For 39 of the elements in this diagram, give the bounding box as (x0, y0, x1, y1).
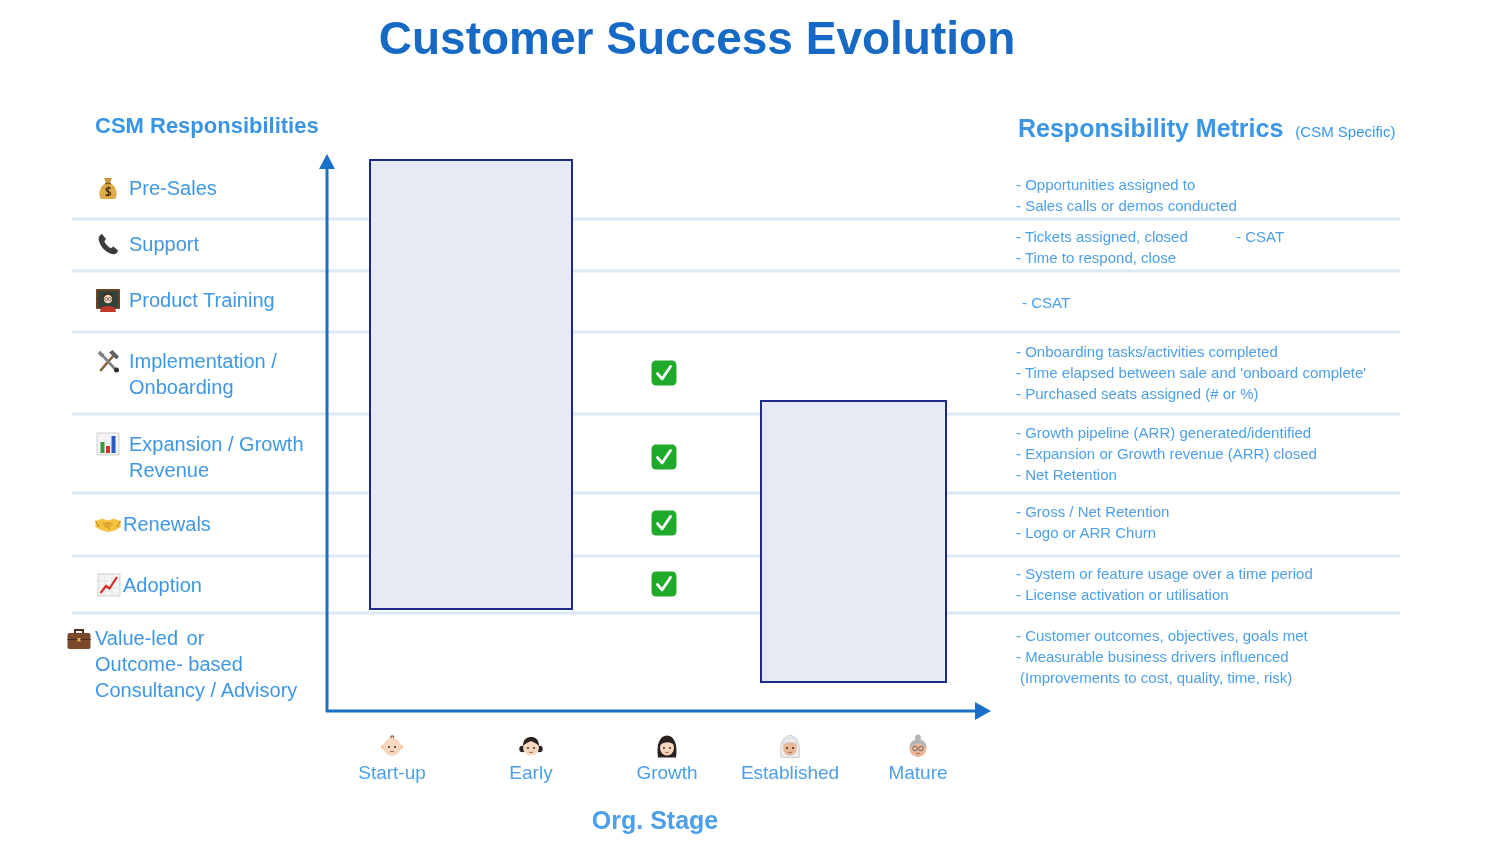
stage-range-bar (760, 400, 947, 683)
metric-item: - Opportunities assigned to (1016, 175, 1196, 195)
stage-label: Established (740, 761, 840, 785)
metric-item: - CSAT (1236, 227, 1285, 247)
metric-item: - Growth pipeline (ARR) generated/identified (1016, 423, 1312, 443)
metric-item: - Time elapsed between sale and 'onboard complete' (1016, 363, 1367, 383)
metric-item: - Logo or ARR Churn (1016, 523, 1157, 543)
metric-item: (Improvements to cost, quality, time, risk) (1020, 668, 1293, 688)
column-heading: CSM Responsibilities (95, 113, 319, 139)
metric-item: - Purchased seats assigned (# or %) (1016, 384, 1259, 404)
metric-item: - Measurable business drivers influenced (1016, 647, 1289, 667)
stage-label: Mature (888, 761, 948, 785)
metric-item: - License activation or utilisation (1016, 585, 1229, 605)
axis-title: Org. Stage (591, 805, 719, 835)
row-heading: Pre-Sales (129, 176, 217, 201)
metric-item: - Sales calls or demos conducted (1016, 196, 1237, 216)
metric-item: - Tickets assigned, closed (1016, 227, 1188, 247)
diagram-title: Customer Success Evolution (378, 11, 1016, 66)
stage-range-bar (369, 159, 573, 610)
metric-item: - Customer outcomes, objectives, goals met (1016, 626, 1308, 646)
metric-item: - Expansion or Growth revenue (ARR) closed (1016, 444, 1317, 464)
metric-item: - Net Retention (1016, 465, 1117, 485)
metric-item: - Time to respond, close (1016, 248, 1177, 268)
heading-note: (CSM Specific) (1295, 122, 1396, 142)
row-heading: Expansion / Growth Revenue (129, 432, 305, 483)
row-heading: Value-led or Outcome- based Consultancy / Advisory (95, 626, 299, 703)
stage-label: Growth (636, 761, 698, 785)
metric-item: - Gross / Net Retention (1016, 502, 1170, 522)
stage-label: Start-up (358, 761, 426, 785)
stage-label: Early (509, 761, 553, 785)
row-heading: Product Training (129, 288, 275, 313)
row-heading: Renewals (123, 512, 211, 537)
metric-item: - Onboarding tasks/activities completed (1016, 342, 1278, 362)
row-heading: Adoption (123, 573, 202, 598)
metric-item: - System or feature usage over a time period (1016, 564, 1313, 584)
row-heading: Implementation / Onboarding (129, 349, 278, 400)
metric-item: - CSAT (1022, 293, 1071, 313)
column-heading: Responsibility Metrics (1018, 113, 1284, 143)
row-heading: Support (129, 232, 200, 257)
